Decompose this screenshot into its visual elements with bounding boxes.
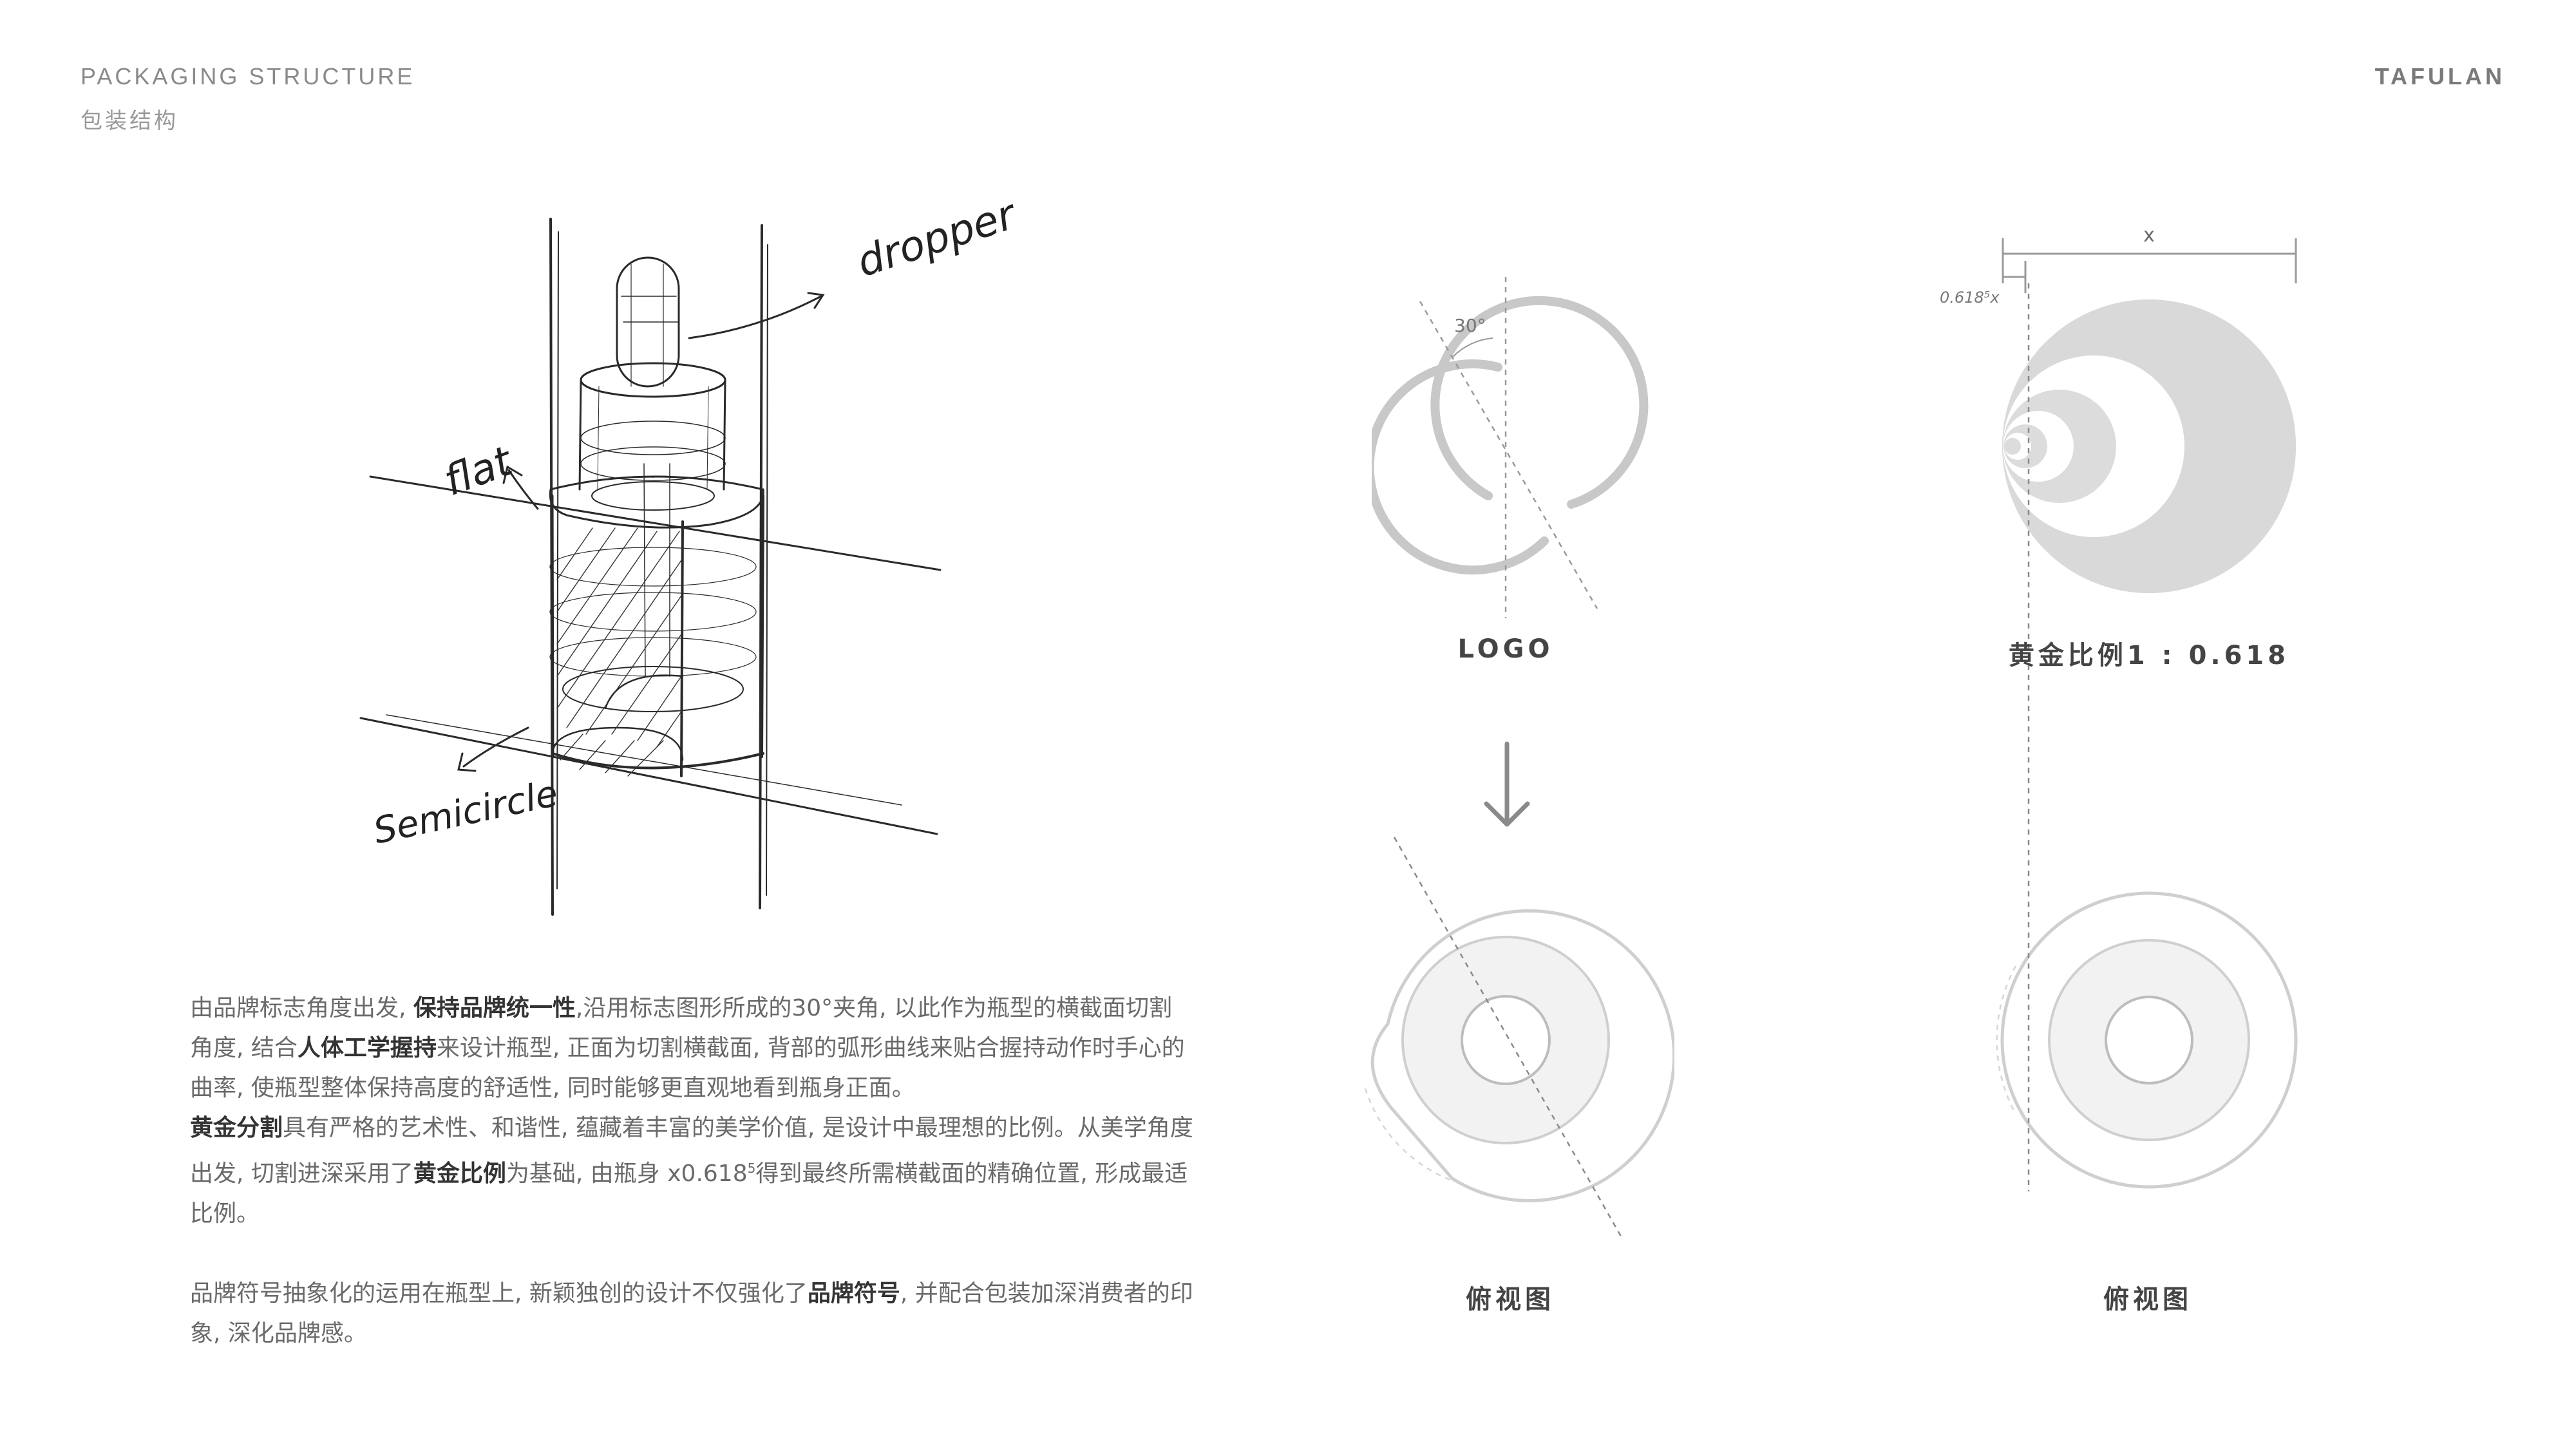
label-dropper: dropper <box>851 193 1023 287</box>
golden-ratio-label: 黄金比例1 : 0.618 <box>2008 641 2290 670</box>
ratio-small-label: 0.618⁵x <box>1940 289 2000 307</box>
bottle-sketch: dropper flat Semicircle <box>359 193 1023 916</box>
brand-name: TAFULAN <box>2374 63 2505 90</box>
logo-label: LOGO <box>1457 634 1554 664</box>
label-semicircle: Semicircle <box>370 773 561 853</box>
arrow-down-icon <box>1484 741 1530 827</box>
header-title: PACKAGING STRUCTURE <box>80 63 415 90</box>
angle-label: 30° <box>1454 315 1486 336</box>
top-view-label-right: 俯视图 <box>2103 1285 2192 1314</box>
description-paragraph-1: 由品牌标志角度出发, 保持品牌统一性,沿用标志图形所成的30°夹角, 以此作为瓶… <box>190 995 1185 1101</box>
description-text: 由品牌标志角度出发, 保持品牌统一性,沿用标志图形所成的30°夹角, 以此作为瓶… <box>190 989 1195 1354</box>
description-paragraph-3: 品牌符号抽象化的运用在瓶型上, 新颖独创的设计不仅强化了品牌符号, 并配合包装加… <box>190 1280 1193 1347</box>
logo-diagram: 30° <box>1372 277 1649 618</box>
golden-ratio-diagram: x 0.618⁵x <box>1940 224 2298 1191</box>
label-flat: flat <box>438 437 520 506</box>
width-label: x <box>2143 224 2155 247</box>
top-view-logo-diagram <box>1364 837 1674 1240</box>
description-paragraph-2: 黄金分割具有严格的艺术性、和谐性, 蕴藏着丰富的美学价值, 是设计中最理想的比例… <box>190 1115 1193 1227</box>
header-subtitle: 包装结构 <box>80 108 178 134</box>
top-view-label-left: 俯视图 <box>1466 1285 1555 1314</box>
